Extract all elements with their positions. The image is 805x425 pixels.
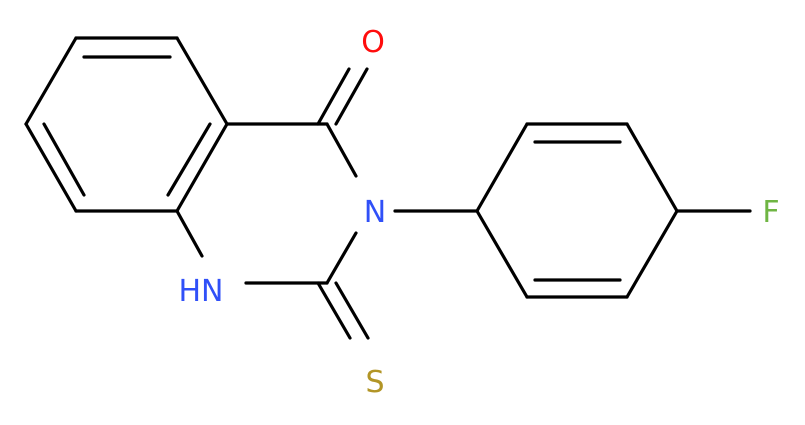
oxygen-atom-label: O [361,25,385,60]
bond [475,122,529,213]
bond [325,231,358,285]
nitrogen-atom-label: N [364,195,386,230]
bond [24,36,78,126]
bond [166,122,212,197]
bond [175,36,229,126]
bond [334,67,369,126]
fluorine-atom-label: F [762,195,779,230]
bond [625,122,679,213]
bond [325,122,358,178]
nh-atom-label: HN [179,274,224,309]
bonds [24,36,752,340]
bond [24,122,78,213]
bond [334,281,370,340]
bond [316,281,352,340]
bond [42,122,86,197]
bond [316,67,351,126]
bond [625,209,679,299]
sulfur-atom-label: S [365,365,384,400]
bond [175,122,229,213]
bond [475,209,529,299]
bond [175,209,204,258]
